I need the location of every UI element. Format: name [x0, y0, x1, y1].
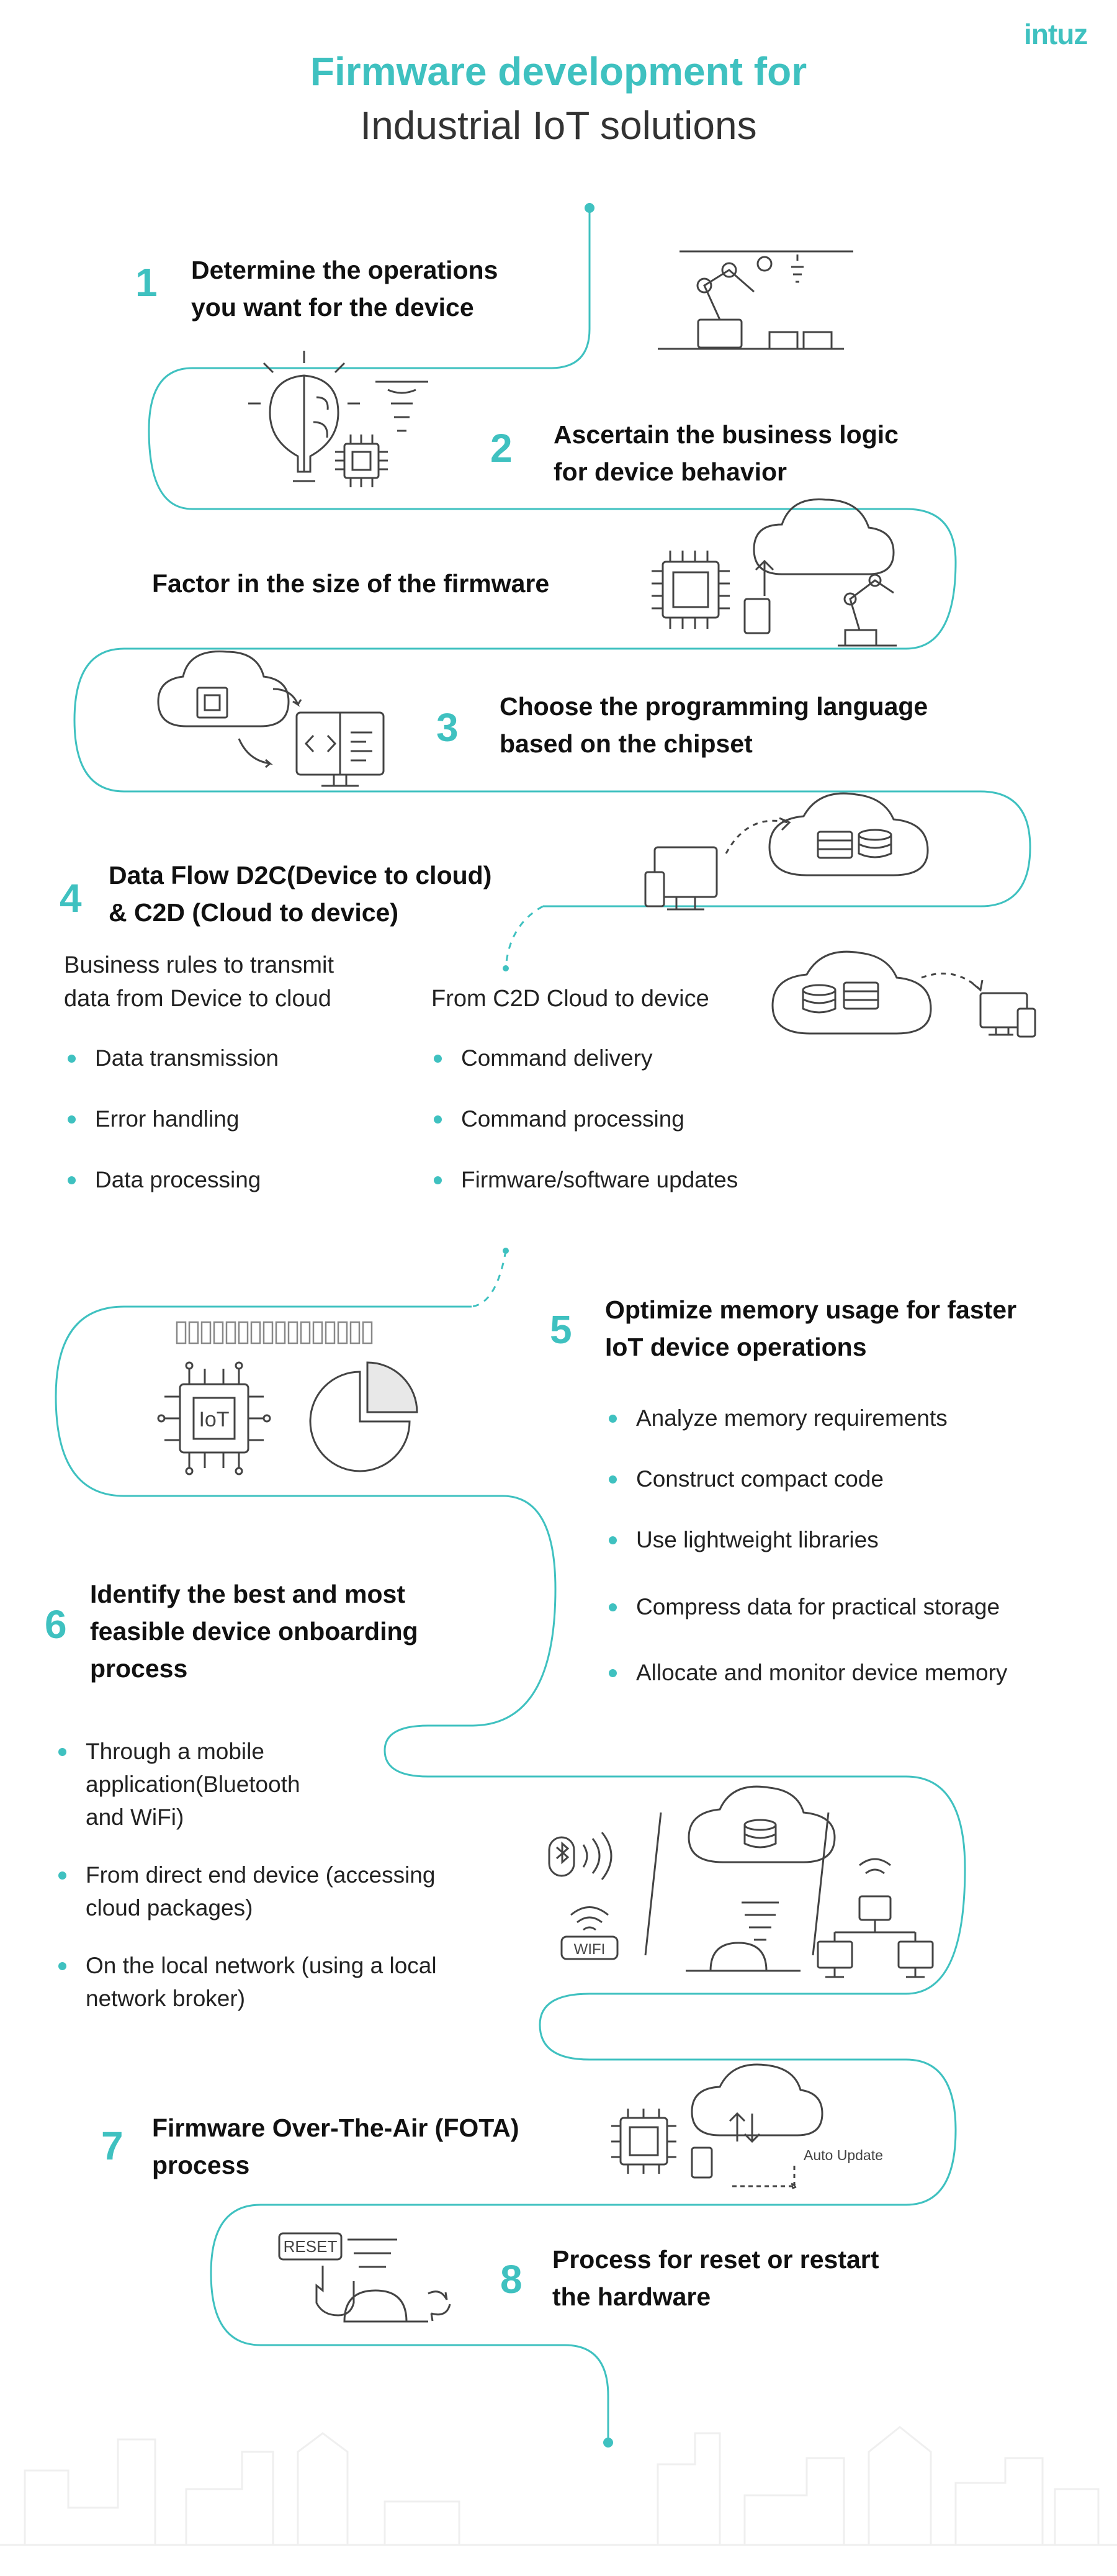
cloud-to-device-icon	[771, 950, 1036, 1038]
step-4-number: 4	[60, 876, 82, 921]
step-5-number: 5	[550, 1307, 572, 1352]
step-6-number: 6	[45, 1602, 67, 1647]
step-2-number: 2	[490, 426, 513, 471]
memory-list-item: Construct compact code	[605, 1462, 1007, 1495]
step-8-heading-line1: Process for reset or restart	[552, 2245, 879, 2274]
path-start-dot	[585, 203, 594, 213]
robot-arm-icon	[658, 250, 853, 350]
pie-chart-icon	[309, 1361, 418, 1472]
c2d-list-item: Command processing	[430, 1102, 738, 1135]
factory-skyline-decoration	[0, 2426, 1117, 2546]
step-2-heading-line1: Ascertain the business logic	[554, 420, 899, 449]
d2c-list-item: Data transmission	[64, 1042, 279, 1074]
iot-chip-icon	[157, 1361, 271, 1475]
path-end-dot	[603, 2438, 613, 2448]
cloud-database-antenna-icon	[686, 1785, 836, 1972]
path-dashed-a	[505, 905, 544, 969]
intuz-logo: intuz	[1024, 18, 1088, 50]
reset-button-icon	[278, 2232, 451, 2323]
winding-path	[55, 208, 1031, 2443]
step-2-heading-line2: for device behavior	[554, 457, 787, 486]
d2c-rules-title-line1: Business rules to transmit	[64, 952, 334, 978]
step-8-heading-line2: the hardware	[552, 2282, 711, 2311]
device-to-cloud-icon	[644, 792, 929, 911]
step-7-number: 7	[101, 2123, 123, 2168]
d2c-list-item: Data processing	[64, 1163, 279, 1196]
step-3-number: 3	[436, 705, 459, 750]
step-3-heading-line2: based on the chipset	[500, 729, 753, 758]
memory-bar-icon	[176, 1321, 373, 1344]
step-6-heading-line1: Identify the best and most	[90, 1580, 405, 1608]
chip-icon	[335, 435, 388, 487]
step-3-heading-line1: Choose the programming language	[500, 692, 928, 721]
step-6-heading-line3: process	[90, 1654, 188, 1683]
step-1-heading-line2: you want for the device	[191, 293, 474, 322]
factor-firmware-size-heading: Factor in the size of the firmware	[152, 569, 550, 598]
c2d-list: Command delivery Command processing Firm…	[430, 1042, 738, 1196]
wifi-label: WIFI	[574, 1941, 606, 1958]
path-dashed-b	[471, 1250, 507, 1308]
step-1-number: 1	[135, 260, 158, 305]
memory-list-item: Analyze memory requirements	[605, 1402, 1007, 1434]
step-6-heading-line2: feasible device onboarding	[90, 1617, 418, 1646]
bluetooth-wifi-icon	[548, 1812, 830, 1960]
cloud-chip-icon	[157, 651, 302, 768]
step-5-heading-line1: Optimize memory usage for faster	[605, 1295, 1017, 1324]
memory-list-item: Use lightweight libraries	[605, 1523, 1007, 1556]
path-segment-1	[73, 208, 1031, 907]
step-1-heading-line1: Determine the operations	[191, 256, 498, 284]
auto-update-label: Auto Update	[804, 2147, 883, 2163]
lightbulb-brain-icon	[248, 351, 360, 482]
code-monitor-icon	[295, 711, 385, 787]
memory-list-item: Allocate and monitor device memory	[605, 1656, 1007, 1689]
reset-label: RESET	[284, 2237, 338, 2256]
d2c-list: Data transmission Error handling Data pr…	[64, 1042, 279, 1196]
d2c-rules-title-line2: data from Device to cloud	[64, 986, 331, 1012]
iot-chip-label: IoT	[199, 1408, 229, 1431]
step-8-number: 8	[500, 2257, 523, 2302]
memory-list-item: Compress data for practical storage	[605, 1590, 1007, 1623]
path-segment-2	[55, 1305, 966, 2443]
dash-dot-a	[503, 965, 509, 971]
local-network-icon	[817, 1858, 934, 1978]
step-4-heading-line1: Data Flow D2C(Device to cloud)	[109, 861, 492, 889]
dash-dot-b	[503, 1248, 509, 1254]
d2c-list-item: Error handling	[64, 1102, 279, 1135]
chip-cloud-robot-icon	[652, 498, 897, 647]
step-7-heading-line1: Firmware Over-The-Air (FOTA)	[152, 2114, 519, 2142]
fota-update-icon	[611, 2063, 823, 2190]
step-5-heading-line2: IoT device operations	[605, 1333, 867, 1361]
step-4-heading-line2: & C2D (Cloud to device)	[109, 898, 398, 927]
memory-list: Analyze memory requirements Construct co…	[605, 1402, 1007, 1689]
c2d-list-item: Firmware/software updates	[430, 1163, 738, 1196]
c2d-list-item: Command delivery	[430, 1042, 738, 1074]
page-title-line1: Firmware development for	[310, 49, 807, 94]
page-title-line2: Industrial IoT solutions	[360, 103, 757, 148]
step-7-heading-line2: process	[152, 2151, 250, 2179]
signal-waves-icon	[375, 381, 428, 432]
c2d-title: From C2D Cloud to device	[431, 986, 709, 1012]
